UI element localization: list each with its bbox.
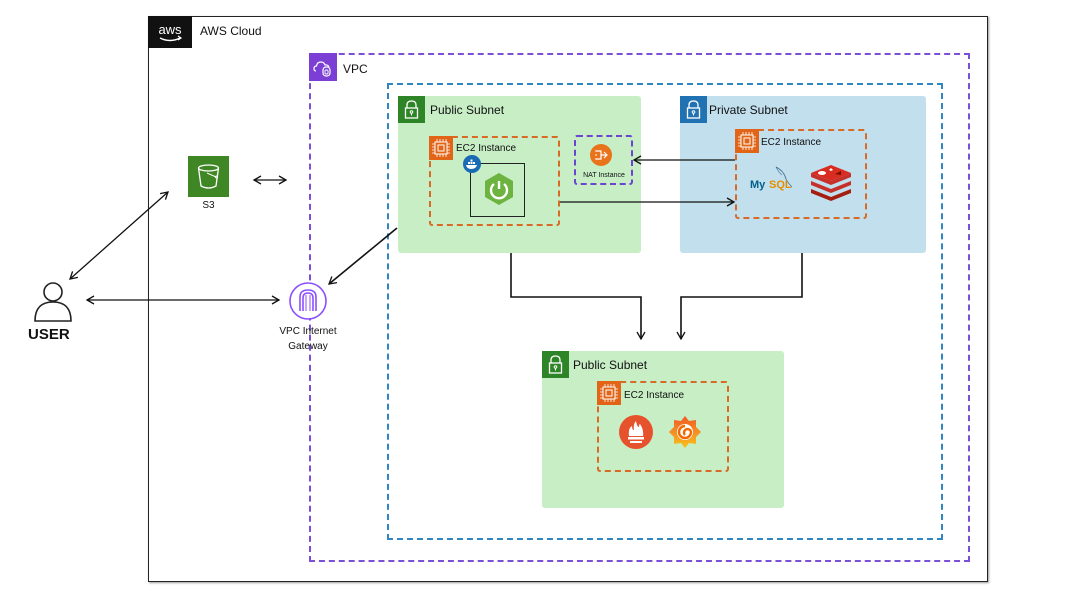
grafana-icon: [668, 414, 702, 450]
ec2-chip-icon: [429, 136, 453, 160]
nat-instance-box: [574, 135, 633, 185]
public-subnet-2: [542, 351, 784, 508]
arrow-public-monitoring: [510, 253, 646, 341]
availability-zone-boundary: [387, 83, 943, 540]
lock-icon: [398, 96, 425, 123]
internet-gateway-icon: [288, 281, 328, 321]
docker-container: [470, 163, 525, 217]
mysql-my-text: My: [750, 179, 766, 191]
arrow-public-gateway: [327, 227, 398, 285]
nat-instance-label: NAT Instance: [583, 172, 625, 179]
public-subnet-2-title: Public Subnet: [573, 358, 648, 372]
ec2-title: EC2 Instance: [761, 137, 822, 148]
redis-icon: [809, 163, 853, 201]
s3-label: S3: [202, 200, 215, 211]
ec2-instance-public-2: [597, 381, 729, 472]
lock-icon: [680, 96, 707, 123]
private-subnet-title: Private Subnet: [709, 103, 788, 117]
spring-boot-icon: [482, 172, 516, 206]
ec2-instance-public-1: [429, 136, 560, 226]
ec2-title: EC2 Instance: [624, 390, 685, 401]
ec2-title: EC2 Instance: [456, 143, 517, 154]
docker-icon: [463, 155, 481, 173]
lock-icon: [542, 351, 569, 378]
internet-gateway-label-line2: Gateway: [288, 341, 328, 352]
nat-icon: [590, 144, 612, 166]
vpc-cloud-icon: [309, 53, 337, 81]
public-subnet-1-title: Public Subnet: [430, 103, 505, 117]
ec2-chip-icon: [735, 129, 759, 153]
svg-text:aws: aws: [158, 22, 182, 37]
ec2-instance-private: [735, 129, 867, 219]
prometheus-icon: [618, 414, 654, 450]
aws-cloud-title: AWS Cloud: [200, 24, 262, 38]
mysql-sql-text: SQL: [769, 179, 792, 191]
arrow-private-monitoring: [676, 253, 803, 341]
arrow-user-s3: [69, 191, 169, 280]
user-label: USER: [28, 326, 70, 343]
user-icon: [33, 280, 73, 322]
private-subnet: [680, 96, 926, 253]
s3-bucket-icon: [188, 156, 229, 197]
internet-gateway-label: VPC Internet Gateway: [268, 324, 348, 354]
public-subnet-1: [398, 96, 641, 253]
internet-gateway-label-line1: VPC Internet: [279, 326, 337, 337]
vpc-title: VPC: [343, 62, 368, 76]
aws-logo-icon: aws: [148, 16, 192, 48]
ec2-chip-icon: [597, 381, 621, 405]
